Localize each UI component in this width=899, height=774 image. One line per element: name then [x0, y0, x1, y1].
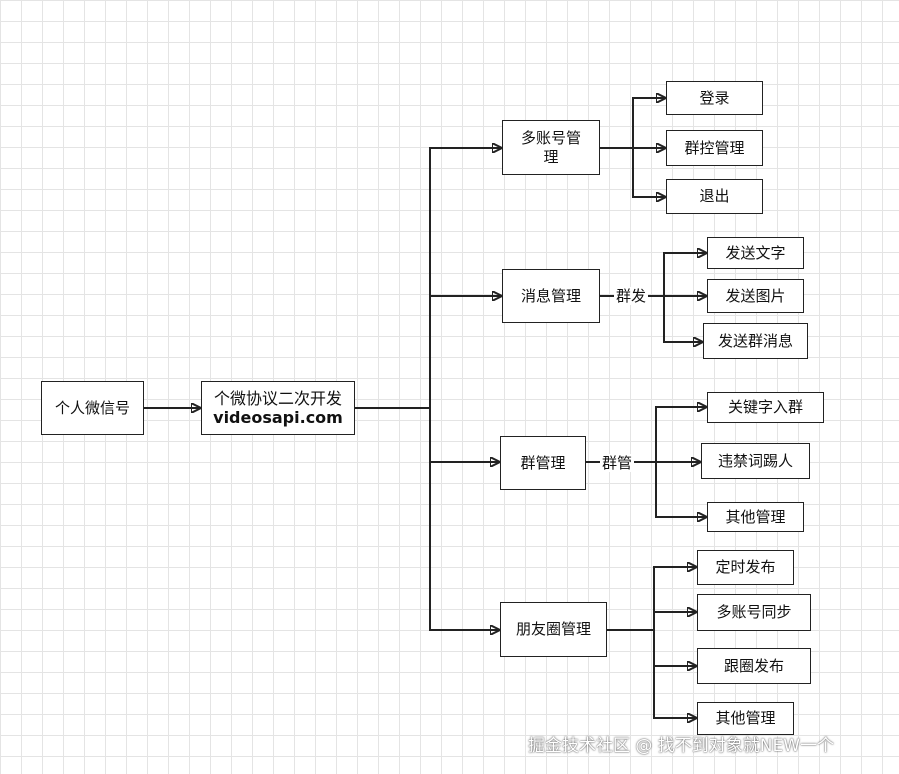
node-label: 其他管理: [715, 709, 776, 727]
node-personal-wechat: 个人微信号: [41, 381, 144, 435]
watermark: 掘金技术社区 @ 找不到对象就NEW一个: [528, 736, 835, 756]
node-label: 定时发布: [715, 558, 776, 576]
node-send-group-msg: 发送群消息: [703, 323, 808, 359]
node-label: 退出: [699, 187, 730, 205]
node-group-control: 群控管理: [666, 130, 763, 166]
edge-api-multi-account: [355, 148, 501, 409]
node-label: 多账号同步: [716, 603, 792, 621]
edge-label-mass-send: 群发: [614, 287, 649, 305]
node-label: 发送文字: [725, 243, 786, 262]
node-label: 多账号管理: [520, 128, 581, 166]
node-label: 群管理: [520, 453, 566, 472]
node-multi-account: 多账号管理: [502, 120, 600, 175]
node-send-text: 发送文字: [707, 237, 804, 269]
edge-group-other: [655, 462, 706, 517]
node-label: 跟圈发布: [723, 656, 784, 675]
edge-multi-login: [600, 98, 665, 149]
node-label: 个微协议二次开发: [213, 389, 342, 408]
node-moments-mgmt: 朋友圈管理: [500, 602, 607, 657]
node-label: 登录: [699, 88, 730, 107]
node-group-mgmt: 群管理: [500, 436, 586, 490]
node-multi-account-sync: 多账号同步: [697, 594, 811, 631]
node-label: 发送群消息: [717, 331, 793, 350]
node-label-url: videosapi.com: [213, 408, 343, 427]
edge-moments-trunk: [607, 567, 696, 631]
node-other-mgmt-1: 其他管理: [707, 502, 804, 532]
node-follow-post: 跟圈发布: [697, 648, 811, 684]
node-keyword-join: 关键字入群: [707, 392, 824, 423]
edge-api-moments: [429, 462, 499, 630]
node-scheduled-post: 定时发布: [697, 550, 794, 585]
node-label: 关键字入群: [727, 398, 803, 416]
edge-message-send-group: [663, 296, 702, 342]
node-other-mgmt-2: 其他管理: [697, 702, 794, 735]
node-send-image: 发送图片: [707, 279, 804, 313]
node-label: 朋友圈管理: [515, 620, 591, 638]
edge-api-group: [429, 408, 499, 462]
node-label: 消息管理: [520, 286, 581, 305]
node-label: 违禁词踢人: [717, 451, 793, 470]
node-label: 发送图片: [725, 286, 786, 305]
node-api-dev: 个微协议二次开发 videosapi.com: [201, 381, 355, 435]
node-banned-word-kick: 违禁词踢人: [701, 443, 810, 479]
node-label: 个人微信号: [54, 398, 130, 417]
edge-multi-logout: [632, 148, 665, 197]
node-label: 其他管理: [725, 507, 786, 526]
edge-moments-follow: [653, 630, 696, 666]
edge-moments-other: [653, 666, 696, 718]
edge-label-group-manage: 群管: [600, 454, 635, 472]
node-message-mgmt: 消息管理: [502, 269, 600, 323]
node-logout: 退出: [666, 179, 763, 214]
node-label: 群控管理: [684, 138, 745, 157]
node-login: 登录: [666, 81, 763, 115]
